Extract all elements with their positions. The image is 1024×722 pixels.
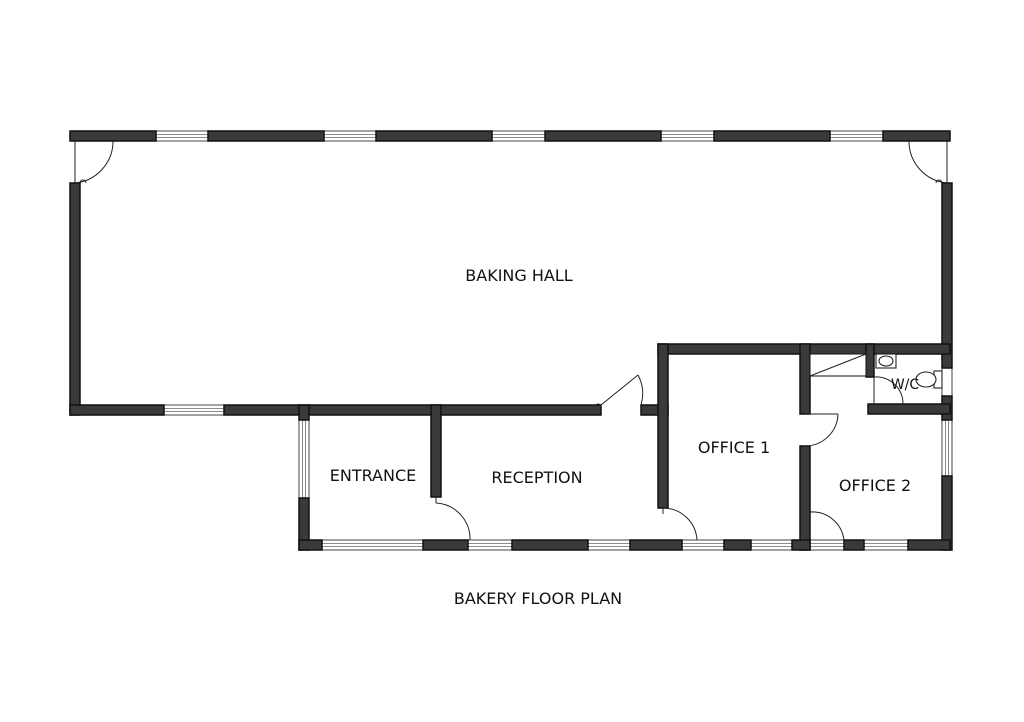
door xyxy=(662,507,698,541)
wall xyxy=(69,130,157,142)
windows xyxy=(69,130,953,551)
fixtures xyxy=(809,353,943,389)
wall xyxy=(69,182,81,416)
wall xyxy=(511,539,589,551)
door xyxy=(74,140,114,184)
wall xyxy=(207,130,325,142)
wall xyxy=(69,404,165,416)
room-label-office-1: OFFICE 1 xyxy=(698,438,770,457)
wall xyxy=(375,130,493,142)
walls xyxy=(69,130,953,551)
wall xyxy=(723,539,752,551)
room-label-office-2: OFFICE 2 xyxy=(839,476,911,495)
wall xyxy=(544,130,662,142)
room-label-wc: W/C xyxy=(891,377,920,393)
wall xyxy=(941,475,953,551)
wall xyxy=(882,130,951,142)
door xyxy=(595,374,644,409)
room-label-reception: RECEPTION xyxy=(491,468,582,487)
closet-shelf xyxy=(809,353,867,377)
toilet-icon xyxy=(915,370,943,389)
doors xyxy=(74,140,948,541)
door xyxy=(809,511,845,541)
wall xyxy=(941,182,953,369)
door xyxy=(908,140,948,184)
wall xyxy=(422,539,469,551)
room-label-entrance: ENTRANCE xyxy=(330,466,417,485)
wall xyxy=(843,539,865,551)
window xyxy=(941,367,953,397)
wall xyxy=(298,539,323,551)
wall xyxy=(907,539,951,551)
window xyxy=(298,419,310,499)
wall xyxy=(223,404,602,416)
window xyxy=(941,419,953,477)
door xyxy=(873,376,904,405)
wall xyxy=(430,404,442,498)
room-labels: BAKING HALL ENTRANCE RECEPTION OFFICE 1 … xyxy=(330,266,920,495)
door xyxy=(435,497,471,541)
wall xyxy=(865,343,875,378)
wall xyxy=(298,404,310,421)
window xyxy=(163,404,225,416)
wall xyxy=(799,445,811,551)
wall xyxy=(799,343,811,415)
wall xyxy=(791,539,811,551)
room-label-baking-hall: BAKING HALL xyxy=(465,266,572,285)
wall xyxy=(657,343,669,509)
wall xyxy=(867,403,951,415)
plan-title: BAKERY FLOOR PLAN xyxy=(454,589,622,608)
wall xyxy=(629,539,683,551)
door xyxy=(804,413,839,447)
sink-icon xyxy=(875,353,897,369)
wall xyxy=(713,130,831,142)
